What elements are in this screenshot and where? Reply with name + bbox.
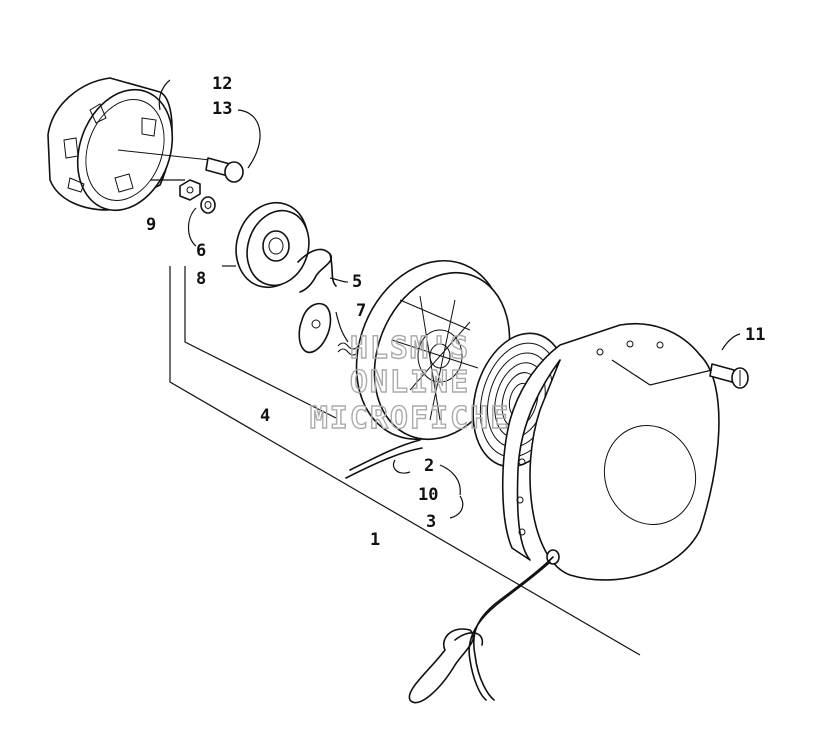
watermark: HLSM'S ONLINE MICROFICHE	[309, 330, 511, 436]
callout-4: 4	[260, 406, 270, 426]
part-6-washer	[200, 196, 216, 214]
part-7-pawl	[298, 302, 359, 356]
callouts: 12 13 9 6 8 5 7 11 4 2 10 3 1	[146, 74, 765, 550]
part-3-housing	[501, 323, 720, 581]
callout-9: 9	[146, 215, 156, 235]
callout-7: 7	[356, 301, 366, 321]
watermark-line-2: ONLINE	[350, 365, 470, 400]
callout-13: 13	[212, 99, 232, 119]
watermark-line-3: MICROFICHE	[310, 401, 511, 436]
callout-6: 6	[196, 241, 206, 261]
part-13-bolt	[205, 157, 244, 183]
part-12-cup	[47, 77, 211, 212]
watermark-line-1: HLSM'S	[350, 331, 470, 366]
callout-10: 10	[418, 485, 438, 505]
callout-1: 1	[370, 530, 380, 550]
part-11-screw	[709, 363, 749, 389]
callout-11: 11	[745, 325, 765, 345]
part-5-clip	[297, 248, 337, 293]
starter-rope	[408, 556, 554, 704]
part-8-hub	[235, 201, 310, 289]
part-4-reel	[345, 259, 511, 479]
leader-lines	[150, 79, 741, 656]
part-9-nut	[179, 179, 201, 201]
callout-5: 5	[352, 272, 362, 292]
callout-12: 12	[212, 74, 232, 94]
callout-8: 8	[196, 269, 206, 289]
callout-2: 2	[424, 456, 434, 476]
callout-3: 3	[426, 512, 436, 532]
